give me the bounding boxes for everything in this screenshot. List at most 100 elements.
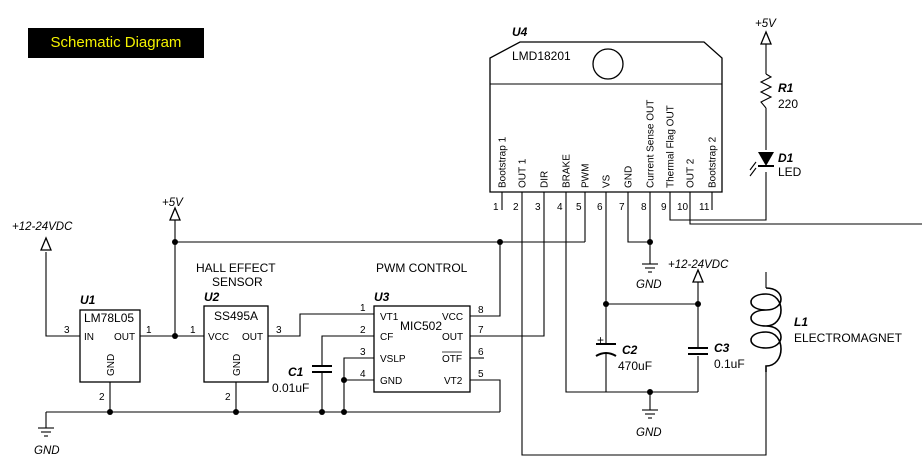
u4-pin-num: 8	[641, 202, 647, 213]
u4-pin-num: 9	[661, 202, 667, 213]
u3-pin-num: 7	[478, 325, 484, 336]
coil-icon	[750, 287, 782, 372]
ground-icon	[642, 409, 658, 419]
u1-pin-num: 2	[99, 392, 105, 403]
junction	[233, 409, 239, 415]
label-12v-right: +12-24VDC	[668, 259, 729, 271]
l1-ref: L1	[794, 315, 808, 329]
junction	[341, 377, 347, 383]
u1-ref: U1	[80, 293, 96, 307]
u2-body	[203, 305, 269, 383]
u4-part: LMD18201	[512, 49, 571, 63]
power-arrow-icon	[169, 206, 181, 221]
u1-pin-num: 3	[64, 325, 70, 336]
u1-pin-gnd-label: GND	[106, 354, 117, 376]
power-symbols: +12-24VDC +5V +5V +12-24VDC GND	[12, 18, 777, 457]
u3-pin-label: VT1	[380, 312, 399, 323]
junction	[319, 409, 325, 415]
c3-capacitor: C3 0.1uF	[688, 341, 745, 371]
wire-12v-u1-in	[45, 252, 80, 337]
u4-pin-label: Current Sense OUT	[646, 100, 657, 188]
u4-pin-num: 5	[576, 202, 582, 213]
u2-pin-num: 2	[225, 392, 231, 403]
u3-pin-label: CF	[380, 332, 393, 343]
ground-icon	[38, 427, 54, 437]
c1-value: 0.01uF	[272, 381, 309, 395]
u4-pin-label: VS	[602, 174, 613, 188]
label-hall-line1: HALL EFFECT	[196, 261, 276, 275]
junction	[497, 239, 503, 245]
junction	[107, 409, 113, 415]
label-5v-top: +5V	[755, 18, 777, 30]
u4-pin-label: PWM	[581, 164, 592, 188]
wire-u3-vslp	[343, 357, 374, 412]
wires	[45, 44, 922, 456]
c2-value: 470uF	[618, 359, 652, 373]
u4-pin-num: 4	[557, 202, 563, 213]
junctions	[107, 239, 701, 415]
wire-out2	[689, 210, 922, 225]
u4-pin-num: 10	[677, 202, 689, 213]
u3-pin-label: VSLP	[380, 354, 406, 365]
u4-pin-label: Bootstrap 2	[708, 136, 719, 188]
label-5v-mid: +5V	[162, 197, 184, 209]
junction	[172, 239, 178, 245]
u1-regulator: U1 LM78L05 IN OUT GND 3 1 2	[64, 293, 152, 403]
power-arrow-icon	[40, 236, 52, 251]
junction	[172, 333, 178, 339]
c1-capacitor: C1 0.01uF	[272, 365, 332, 395]
junction	[695, 301, 701, 307]
c2-polarity: +	[597, 333, 604, 347]
u3-pin-num: 8	[478, 305, 484, 316]
wire-u4-gnd	[627, 210, 651, 264]
u3-part: MIC502	[400, 319, 442, 333]
c1-ref: C1	[288, 365, 304, 379]
r1-value: 220	[778, 97, 798, 111]
label-hall-line2: SENSOR	[212, 275, 263, 289]
l1-value: ELECTROMAGNET	[794, 331, 903, 345]
u4-pin-label: OUT 1	[518, 158, 529, 188]
u2-hall-sensor: HALL EFFECT SENSOR U2 SS495A VCC OUT GND…	[190, 261, 282, 403]
wire-vs-c3	[606, 303, 699, 348]
u1-body	[79, 309, 141, 383]
u3-pin-label: VT2	[444, 376, 463, 387]
u4-pin-num: 3	[535, 202, 541, 213]
u3-body	[373, 305, 471, 393]
u2-part: SS495A	[214, 309, 258, 323]
u3-pin-num: 5	[478, 369, 484, 380]
u3-pin-num: 2	[360, 325, 366, 336]
u2-pin-gnd-label: GND	[232, 354, 243, 376]
resistor-icon	[759, 73, 773, 109]
u1-pin-out-label: OUT	[114, 332, 135, 343]
light-arrow-icon	[749, 167, 757, 177]
r1-ref: R1	[778, 81, 794, 95]
u2-pin-vcc-label: VCC	[208, 332, 229, 343]
u3-pin-label: OTF	[442, 354, 462, 365]
power-arrow-icon	[760, 30, 772, 45]
wire-thermal-led	[669, 172, 767, 221]
r1-resistor: R1 220	[759, 73, 798, 111]
u4-pin-num: 6	[597, 202, 603, 213]
u1-pin-in-label: IN	[84, 332, 94, 343]
u1-pin-num: 1	[146, 325, 152, 336]
u4-mounting-hole-icon	[592, 48, 624, 80]
d1-value: LED	[778, 165, 802, 179]
u4-ref: U4	[512, 25, 528, 39]
light-arrow-icon	[749, 161, 757, 171]
c3-ref: C3	[714, 341, 730, 355]
junction	[341, 409, 347, 415]
u3-pin-num: 1	[360, 303, 366, 314]
junction	[647, 389, 653, 395]
u4-pin-label: Bootstrap 1	[498, 136, 509, 188]
c2-ref: C2	[622, 343, 638, 357]
diode-icon	[758, 152, 774, 166]
u3-pin-label: GND	[380, 376, 402, 387]
u3-ref: U3	[374, 290, 390, 304]
wire-u3-out-u4-dir	[470, 210, 545, 337]
label-gnd-left: GND	[34, 445, 60, 457]
u4-pin-label: DIR	[540, 171, 551, 188]
wire-u3-cf-c1	[321, 335, 374, 366]
